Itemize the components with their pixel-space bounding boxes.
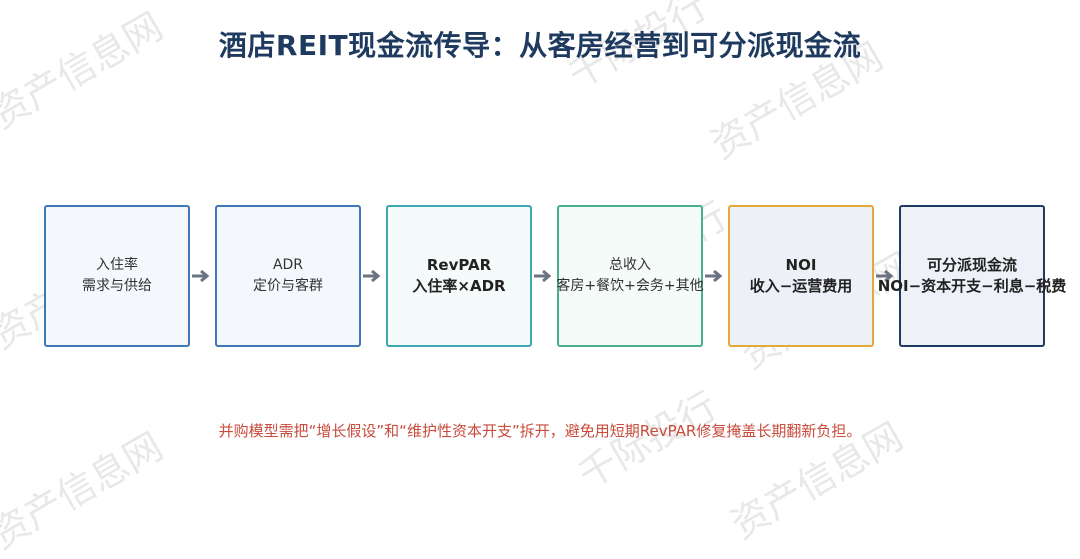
flow-box-adr: ADR 定价与客群	[215, 205, 361, 347]
footnote: 并购模型需把“增长假设”和“维护性资本开支”拆开，避免用短期RevPAR修复掩盖…	[218, 422, 862, 440]
flow-box-noi: NOI 收入−运营费用	[728, 205, 874, 347]
box-sublabel: 入住率×ADR	[412, 277, 506, 295]
arrow-right-icon	[192, 269, 210, 283]
box-sublabel: 需求与供给	[82, 278, 152, 294]
flow-box-total-revenue: 总收入 客房+餐饮+会务+其他	[556, 205, 704, 347]
flow-box-occupancy: 入住率 需求与供给	[44, 205, 190, 347]
box-label: 入住率	[96, 257, 138, 273]
arrow-right-icon	[876, 269, 894, 283]
box-label: NOI	[785, 256, 817, 274]
watermark: 资产信息网	[0, 3, 171, 138]
box-sublabel: NOI−资本开支−利息−税费	[877, 277, 1067, 295]
box-label: RevPAR	[426, 256, 492, 274]
arrow-right-icon	[534, 269, 552, 283]
box-sublabel: 收入−运营费用	[749, 277, 853, 295]
box-sublabel: 定价与客群	[253, 278, 323, 294]
flow-box-distributable-cash: 可分派现金流 NOI−资本开支−利息−税费	[878, 205, 1066, 347]
flow-box-revpar: RevPAR 入住率×ADR	[386, 205, 532, 347]
box-sublabel: 客房+餐饮+会务+其他	[556, 278, 704, 294]
arrow-right-icon	[363, 269, 381, 283]
box-label: ADR	[272, 257, 304, 273]
box-label: 总收入	[609, 257, 651, 273]
arrow-right-icon	[705, 269, 723, 283]
page-title: 酒店REIT现金流传导：从客房经营到可分派现金流	[218, 29, 862, 62]
box-label: 可分派现金流	[926, 256, 1017, 274]
